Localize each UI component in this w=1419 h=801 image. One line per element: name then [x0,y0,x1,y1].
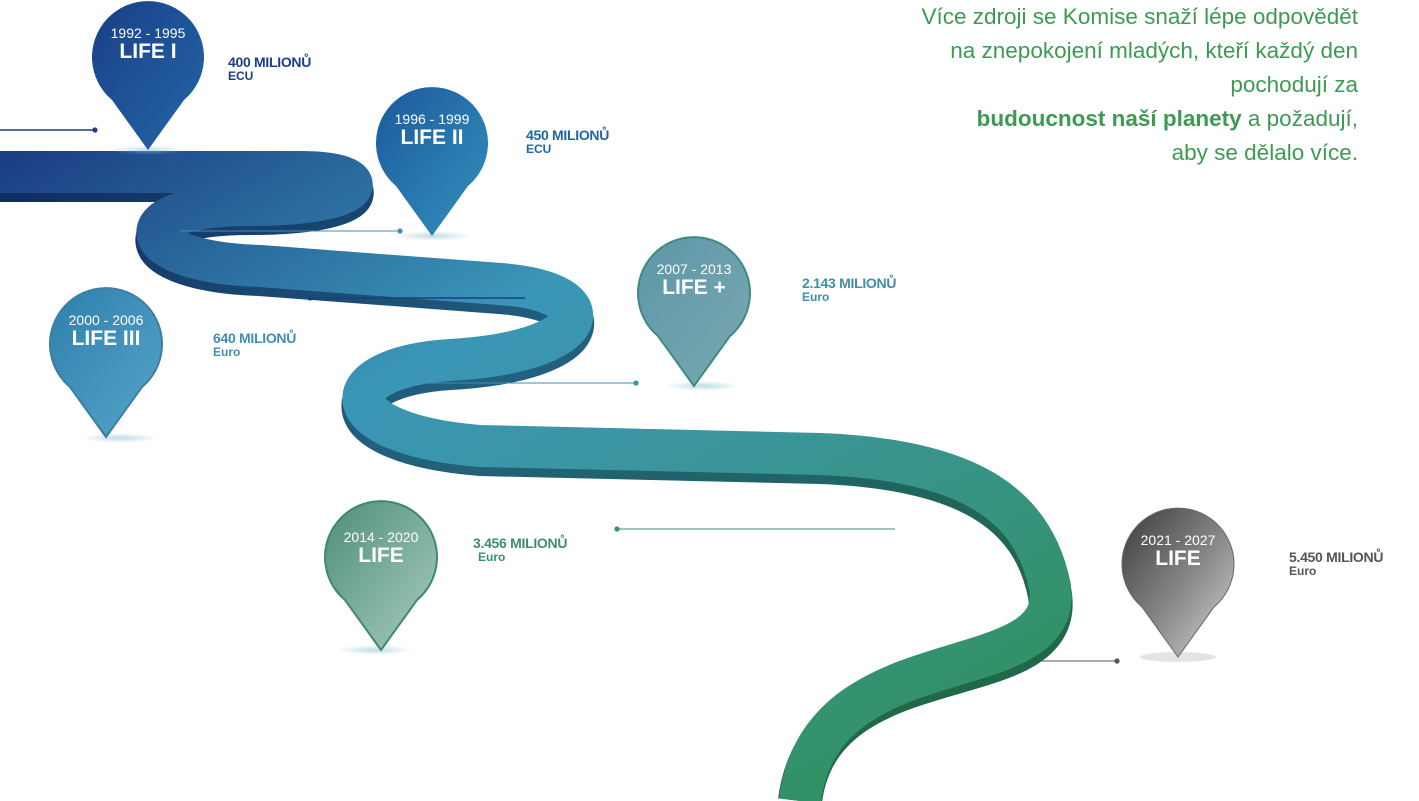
milestone-pin-life-ii: 1996 - 1999 LIFE II [376,76,488,236]
quote-highlight: budoucnost naší planety [976,106,1242,131]
milestone-pin-life-2021: 2021 - 2027 LIFE [1121,497,1235,658]
map-pin-icon [1121,507,1235,658]
connector-lines [0,129,1117,662]
milestone-pin-life-plus: 2007 - 2013 LIFE + [637,226,751,388]
quote-line-1: Více zdroji se Komise snaží lépe odpověd… [921,4,1359,29]
milestone-name: LIFE [1155,547,1201,570]
connector-dots [92,127,1120,664]
quote-line-4: budoucnost naší planety a požadují, [798,102,1358,136]
milestone-amount-life-plus: 2.143 MILIONŮ Euro [802,275,896,303]
map-pin-icon [92,1,204,150]
milestone-pin-life-iii: 2000 - 2006 LIFE III [49,277,163,439]
amount-currency: Euro [213,345,241,359]
amount-value: 2.143 MILIONŮ [802,275,897,291]
map-pin-icon [637,236,751,388]
map-pin-icon [49,287,163,439]
milestone-amount-life-2021: 5.450 MILIONŮ Euro [1289,549,1383,577]
milestone-name: LIFE I [119,40,177,63]
amount-currency: Euro [802,290,830,304]
milestone-years: 1996 - 1999 [394,111,470,127]
amount-currency: Euro [1289,564,1317,578]
milestone-years: 1992 - 1995 [110,25,186,41]
map-pin-icon [376,87,488,236]
amount-currency: ECU [526,142,552,156]
amount-value: 400 MILIONŮ [228,54,312,70]
amount-currency: ECU [228,69,254,83]
milestone-years: 2014 - 2020 [343,529,419,545]
quote-text: Více zdroji se Komise snaží lépe odpověd… [798,0,1359,170]
milestone-pin-life-2014: 2014 - 2020 LIFE [320,490,442,652]
milestone-years: 2000 - 2006 [68,312,144,328]
amount-value: 640 MILIONŮ [213,330,297,346]
milestone-amount-life-i: 400 MILIONŮ ECU [228,54,311,82]
milestone-name: LIFE [358,544,404,567]
milestone-pin-life-i: 1992 - 1995 LIFE I [92,0,204,150]
road-surface [0,151,1072,801]
milestone-amount-life-ii: 450 MILIONŮ ECU [526,127,609,155]
amount-value: 450 MILIONŮ [526,127,610,143]
amount-currency: Euro [478,550,506,564]
milestone-amount-life-2014: 3.456 MILIONŮ Euro [473,535,567,563]
quote-line-3: pochodují za [1230,72,1358,97]
map-pin-icon [324,500,438,652]
milestone-amount-life-iii: 640 MILIONŮ Euro [213,330,296,358]
milestone-name: LIFE + [662,276,726,299]
amount-value: 3.456 MILIONŮ [473,535,568,551]
milestone-years: 2007 - 2013 [656,261,732,277]
quote-line-4-rest: a požadují, [1241,106,1358,131]
milestone-years: 2021 - 2027 [1140,532,1216,548]
quote-line-2: na znepokojení mladých, kteří každý den [950,38,1358,63]
milestone-name: LIFE III [71,327,141,350]
amount-value: 5.450 MILIONŮ [1289,549,1384,565]
milestone-name: LIFE II [400,126,464,149]
quote-line-5: aby se dělalo více. [1171,140,1358,165]
